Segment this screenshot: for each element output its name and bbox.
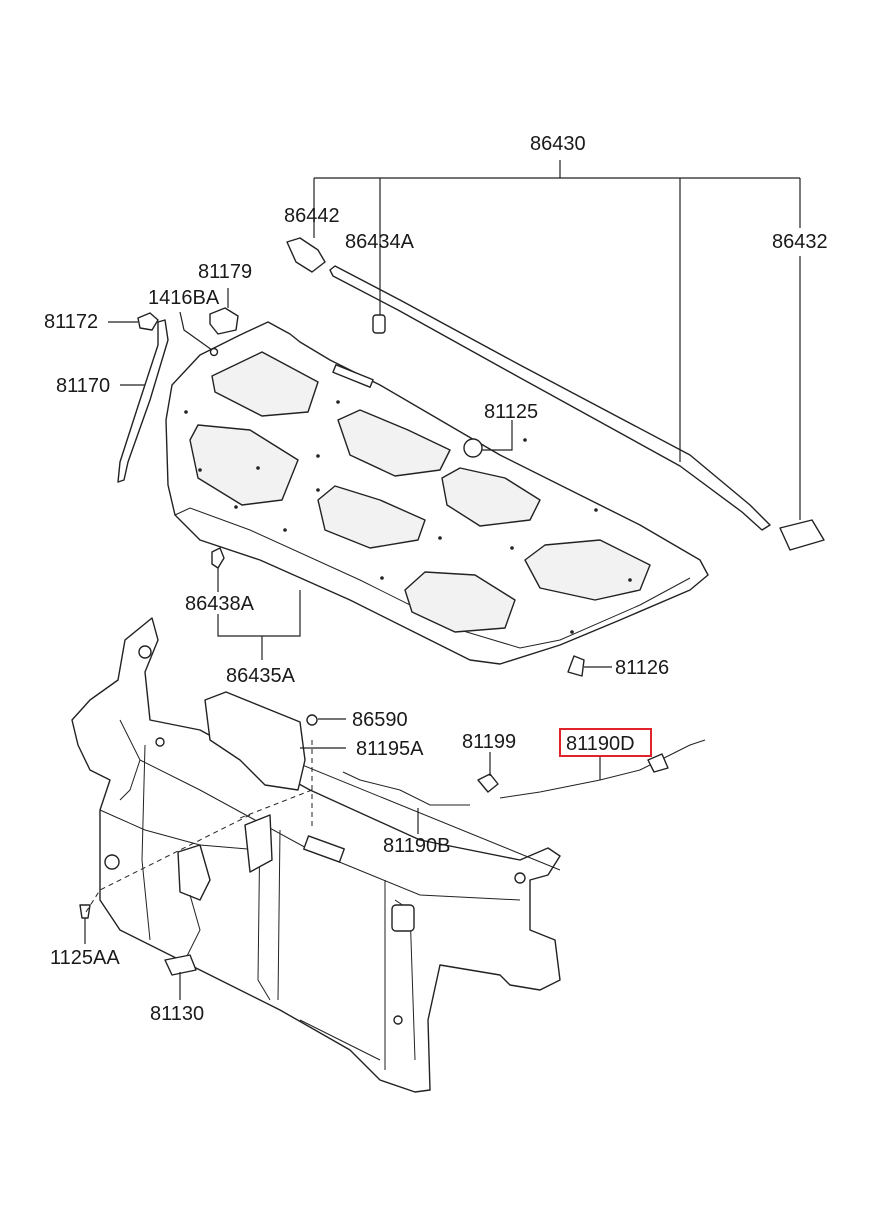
label-86590: 86590: [352, 709, 408, 731]
weather-strip: [329, 265, 825, 551]
label-86435A: 86435A: [226, 665, 296, 687]
clip-86442: [286, 237, 326, 273]
label-1125AA: 1125AA: [50, 947, 120, 969]
bumper-86438A: [211, 547, 225, 569]
bolt-1416BA: [209, 347, 219, 357]
bolt-86590: [306, 714, 318, 726]
label-86434A: 86434A: [345, 231, 415, 253]
label-86442: 86442: [284, 205, 340, 227]
alignment-dashes: [85, 740, 313, 913]
label-81172: 81172: [44, 311, 98, 333]
label-81125: 81125: [484, 401, 538, 423]
label-81190B: 81190B: [383, 835, 450, 857]
stay-rod-81170: [117, 319, 169, 483]
bumper-86434A: [372, 314, 386, 334]
label-81126: 81126: [615, 657, 669, 679]
bolt-1125AA: [79, 904, 91, 919]
label-81179: 81179: [198, 261, 252, 283]
clip-81126: [567, 655, 585, 677]
latch-bracket-81195A: [204, 691, 306, 791]
label-81130: 81130: [150, 1003, 204, 1025]
label-86432: 86432: [772, 231, 828, 253]
part-labels: 86430 86442 86434A 86432 81179 1416BA 81…: [44, 133, 828, 1025]
label-81190D: 81190D: [566, 733, 635, 755]
hood-panel: [165, 321, 709, 665]
label-1416BA: 1416BA: [148, 287, 220, 309]
release-cables: [342, 739, 706, 806]
label-86438A: 86438A: [185, 593, 255, 615]
grommet-81172: [137, 312, 159, 331]
radiator-support: [71, 617, 561, 1093]
leader-lines: [84, 160, 801, 1000]
label-86430: 86430: [530, 133, 586, 155]
highlight-box-81190D: [559, 728, 652, 757]
label-81199: 81199: [462, 731, 516, 753]
block-81179: [209, 307, 239, 335]
label-81195A: 81195A: [356, 738, 424, 760]
label-81170: 81170: [56, 375, 110, 397]
